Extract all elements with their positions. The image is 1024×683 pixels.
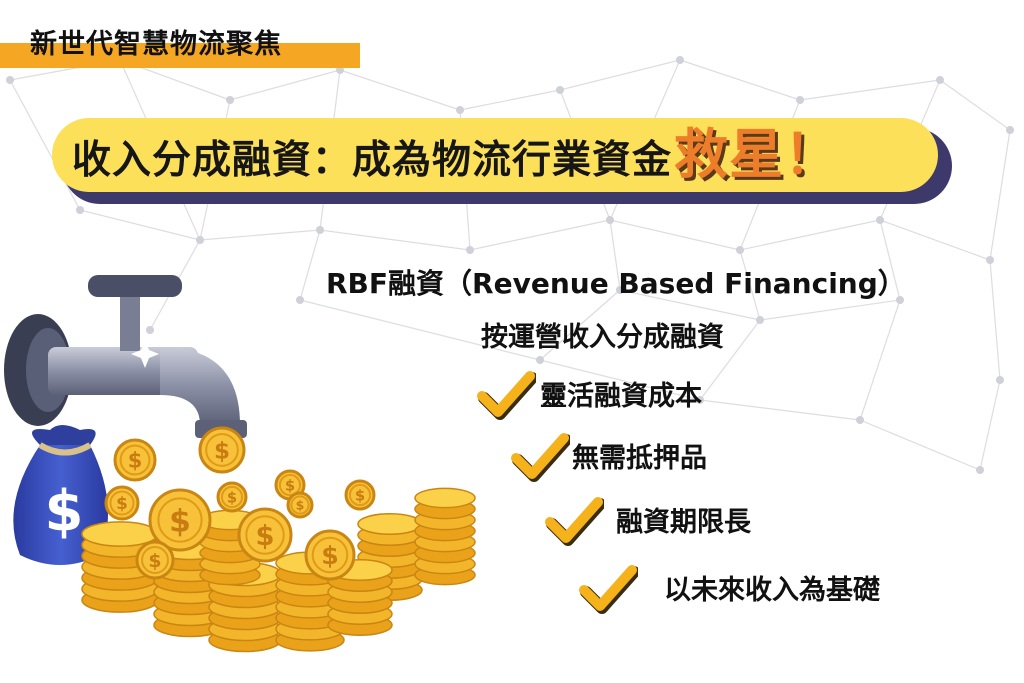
- svg-text:$: $: [285, 477, 295, 494]
- benefit-label: 無需抵押品: [572, 443, 707, 474]
- benefit-label: 靈活融資成本: [540, 381, 702, 412]
- svg-text:$: $: [214, 438, 230, 464]
- checkmark-icon: [545, 497, 604, 546]
- funding-illustration: $ $$$$$$$$$$$: [4, 275, 476, 653]
- category-tag: 新世代智慧物流聚焦: [0, 22, 360, 68]
- faucet-icon: [4, 275, 247, 438]
- checkmark-icon: [477, 371, 536, 420]
- checkmark-icon: [511, 433, 570, 482]
- svg-text:$: $: [296, 498, 305, 513]
- svg-text:$: $: [148, 550, 161, 572]
- svg-text:$: $: [256, 521, 275, 552]
- svg-text:$: $: [128, 449, 143, 473]
- title-banner: [52, 118, 938, 192]
- category-tag-text: 新世代智慧物流聚焦: [30, 29, 282, 60]
- dollar-coin-icon: $$$$$$$$$$$: [104, 426, 376, 581]
- svg-text:$: $: [227, 489, 237, 506]
- svg-text:$: $: [321, 541, 339, 570]
- checkmark-icon: [579, 565, 638, 614]
- bag-symbol: $: [45, 479, 84, 544]
- svg-text:$: $: [169, 503, 191, 539]
- title-accent: 救星！: [674, 123, 840, 186]
- rbf-subtitle: 按運營收入分成融資: [481, 322, 724, 353]
- title-main: 收入分成融資：成為物流行業資金: [72, 138, 673, 183]
- benefit-label: 融資期限長: [616, 507, 751, 538]
- svg-text:$: $: [355, 487, 365, 504]
- benefit-label: 以未來收入為基礎: [664, 575, 880, 606]
- coin-stack-icon: [81, 487, 476, 653]
- page-title: 收入分成融資：成為物流行業資金救星！: [72, 121, 839, 195]
- rbf-heading: RBF融資（Revenue Based Financing）: [326, 267, 906, 300]
- svg-text:$: $: [116, 493, 128, 513]
